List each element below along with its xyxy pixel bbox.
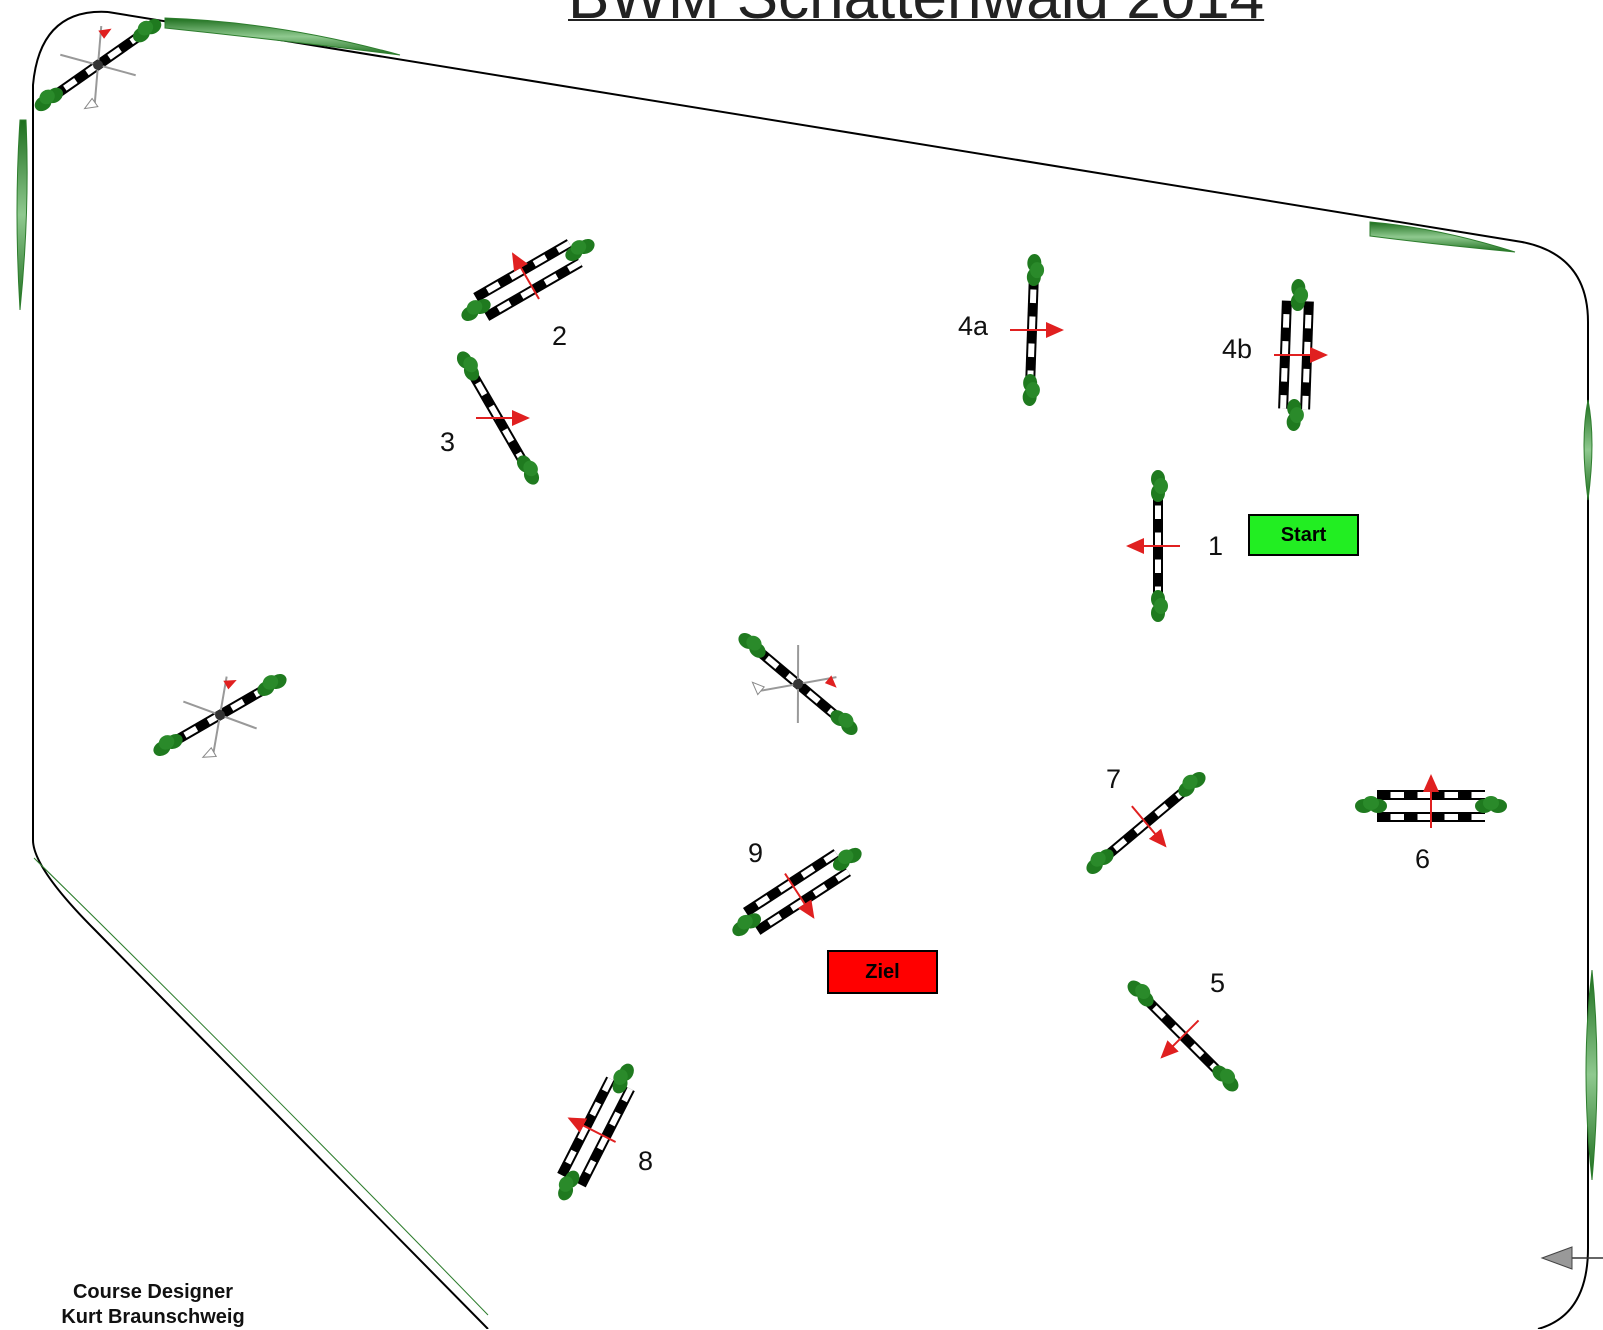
obstacle-number-6: 6 bbox=[1415, 844, 1430, 874]
jump-8 bbox=[557, 1063, 635, 1201]
hedge-top-right bbox=[1369, 221, 1516, 253]
designer-name: Kurt Braunschweig bbox=[61, 1306, 245, 1328]
obstacle-number-7: 7 bbox=[1106, 764, 1121, 794]
jump-cross-3 bbox=[738, 633, 858, 735]
hedge-right-mid bbox=[1583, 399, 1593, 501]
hedge-right-low bbox=[1585, 969, 1598, 1181]
obstacle-number-3: 3 bbox=[440, 427, 455, 457]
jump-1 bbox=[1126, 470, 1180, 622]
obstacle-number-9: 9 bbox=[748, 838, 763, 868]
course-designer: Course Designer Kurt Braunschweig bbox=[38, 1280, 268, 1330]
obstacle-number-1: 1 bbox=[1208, 531, 1223, 561]
jump-cross-1 bbox=[34, 18, 162, 112]
hedge-top-left bbox=[164, 17, 401, 56]
obstacle-number-4a: 4a bbox=[958, 311, 989, 341]
hedges bbox=[16, 17, 1598, 1316]
jump-2 bbox=[461, 238, 595, 322]
jump-4a bbox=[1009, 254, 1065, 406]
start-marker: Start bbox=[1248, 514, 1359, 556]
hedge-bottom-left-diagonal bbox=[33, 857, 489, 1316]
jump-7 bbox=[1086, 772, 1206, 874]
finish-marker: Ziel bbox=[827, 950, 938, 994]
obstacle-numbers: 1 2 3 4a 4b 5 6 7 8 9 bbox=[440, 311, 1430, 1176]
obstacle-number-2: 2 bbox=[552, 321, 567, 351]
jump-cross-2 bbox=[153, 673, 287, 758]
arrow-left-icon bbox=[1540, 1246, 1603, 1270]
jump-6 bbox=[1355, 774, 1507, 828]
obstacles-layer bbox=[34, 18, 1507, 1201]
obstacle-number-8: 8 bbox=[638, 1146, 653, 1176]
jump-9 bbox=[732, 847, 862, 937]
designer-heading: Course Designer bbox=[72, 1281, 234, 1303]
course-title: BWM Schattenwald 2014 bbox=[568, 0, 1264, 33]
jump-5 bbox=[1127, 980, 1239, 1092]
jump-3 bbox=[456, 351, 540, 485]
obstacle-number-4b: 4b bbox=[1222, 334, 1252, 364]
jump-4b bbox=[1273, 279, 1329, 431]
arena-boundary bbox=[32, 10, 1589, 1329]
obstacle-number-5: 5 bbox=[1210, 968, 1225, 998]
hedge-left-top bbox=[16, 119, 28, 311]
